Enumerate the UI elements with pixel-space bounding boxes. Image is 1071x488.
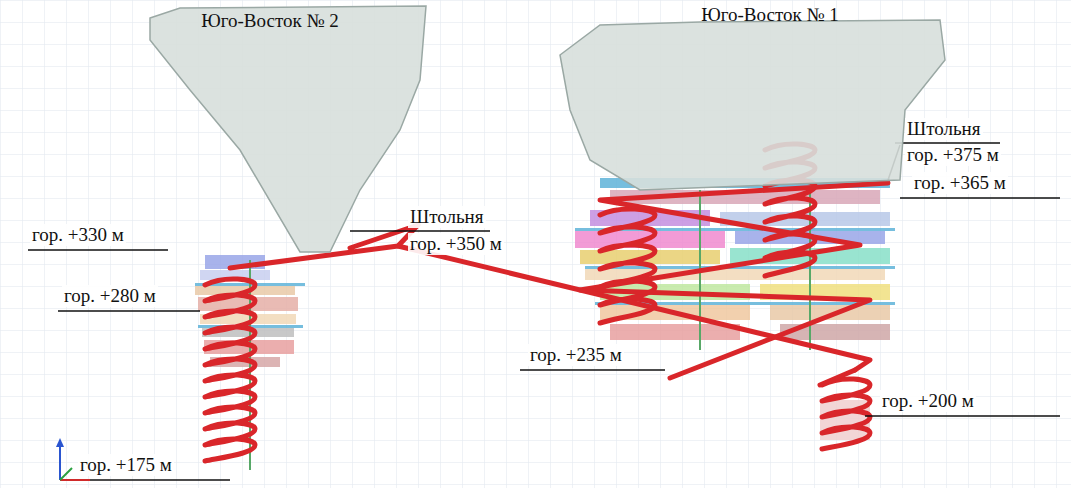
level-label: гор. +365 м	[912, 172, 1008, 194]
level-label: гор. +350 м	[408, 233, 504, 255]
open-pit: Юго-Восток № 2	[148, 4, 430, 256]
level-label: Штольня	[408, 206, 486, 228]
level-label: Штольня	[905, 118, 983, 140]
level-label: гор. +330 м	[30, 224, 126, 246]
level-label: гор. +375 м	[905, 144, 1001, 166]
level-label: гор. +200 м	[880, 390, 976, 412]
level-label: гор. +235 м	[528, 344, 624, 366]
level-label: гор. +175 м	[78, 454, 174, 476]
open-pit: Юго-Восток № 1	[556, 4, 948, 196]
level-lines	[28, 143, 1060, 480]
workings-1	[575, 178, 895, 440]
pit-name: Юго-Восток № 2	[201, 10, 339, 32]
pit-name: Юго-Восток № 1	[701, 4, 839, 26]
pit-outline	[148, 4, 430, 256]
workings-2	[195, 255, 305, 470]
level-label: гор. +280 м	[62, 285, 158, 307]
pit-outline	[556, 4, 948, 196]
